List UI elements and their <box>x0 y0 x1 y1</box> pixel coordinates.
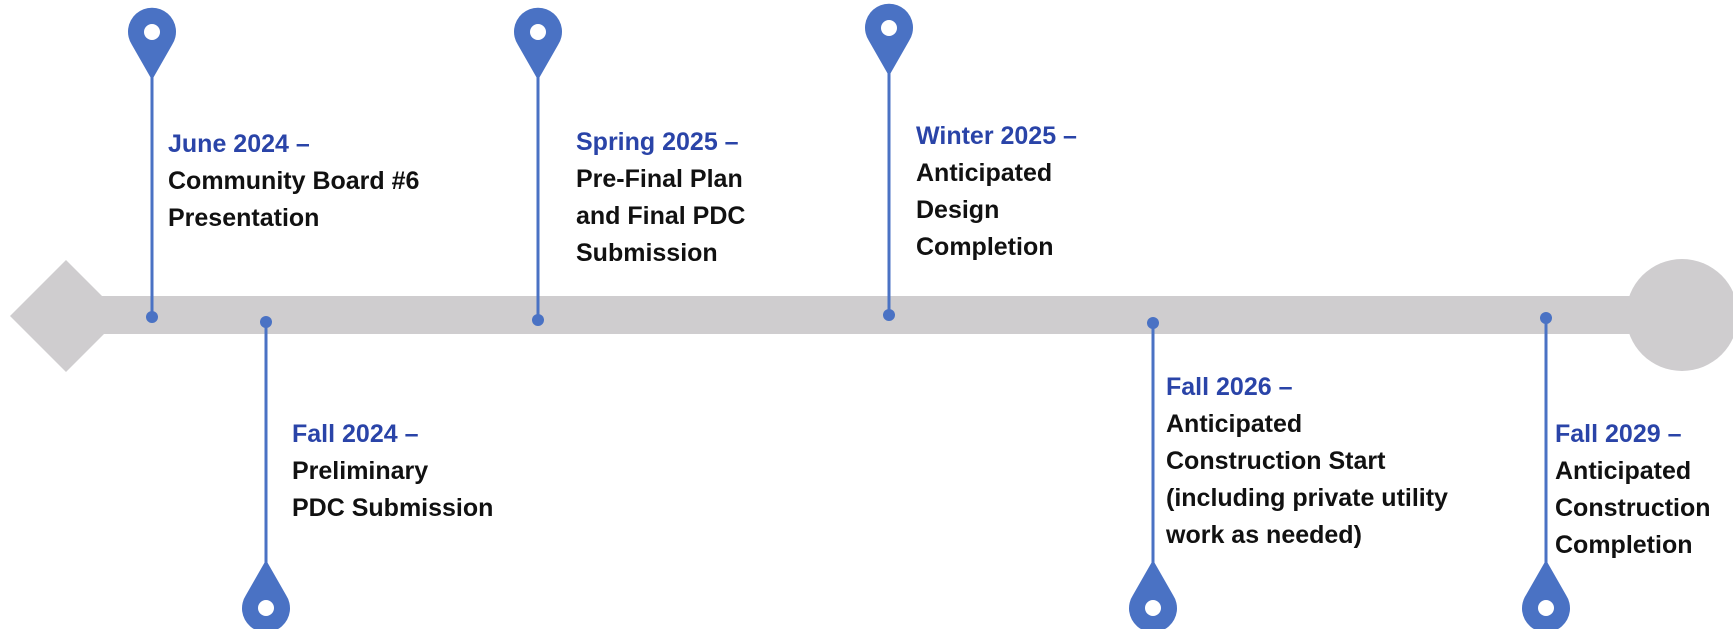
pin-anchor-dot <box>1147 317 1159 329</box>
pin-hole <box>144 24 160 40</box>
milestone-pins <box>128 3 1570 629</box>
pin-anchor-dot <box>1540 312 1552 324</box>
milestone-desc-line: Construction <box>1555 494 1711 522</box>
milestone-pin-5 <box>1522 312 1570 629</box>
milestone-pin-4 <box>1129 317 1177 629</box>
milestone-desc-line: Construction Start <box>1166 447 1386 475</box>
milestone-desc-line: Design <box>916 196 1000 224</box>
milestone-label-june-2024: June 2024 – Community Board #6 Presentat… <box>168 126 419 237</box>
map-pin-icon <box>1129 560 1177 629</box>
timeline-track <box>90 296 1670 334</box>
map-pin-icon <box>864 3 913 76</box>
milestone-label-fall-2024: Fall 2024 – Preliminary PDC Submission <box>292 416 493 527</box>
timeline-bar <box>10 259 1733 372</box>
milestone-date: Fall 2029 – <box>1555 420 1682 448</box>
map-pin-icon <box>514 7 562 81</box>
pin-hole <box>881 20 897 36</box>
pin-hole <box>258 600 274 616</box>
milestone-pin-2 <box>514 7 562 326</box>
milestone-desc-line: PDC Submission <box>292 494 494 522</box>
milestone-desc-line: Pre-Final Plan <box>576 165 743 193</box>
pin-hole <box>1538 600 1554 616</box>
milestone-desc-line: work as needed) <box>1166 521 1362 549</box>
milestone-desc-line: (including private utility <box>1166 484 1448 512</box>
milestone-desc-line: Anticipated <box>1166 410 1303 438</box>
milestone-date: Fall 2024 – <box>292 420 419 448</box>
map-pin-icon <box>1522 560 1570 629</box>
map-pin-icon <box>242 560 290 629</box>
milestone-date: June 2024 – <box>168 130 310 158</box>
milestone-desc-line: Anticipated <box>916 159 1053 187</box>
milestone-desc-line: Presentation <box>168 204 320 232</box>
milestone-desc-line: Preliminary <box>292 457 429 485</box>
milestone-label-winter-2025: Winter 2025 – Anticipated Design Complet… <box>916 118 1077 266</box>
milestone-desc-line: Completion <box>916 233 1054 261</box>
milestone-date: Fall 2026 – <box>1166 373 1293 401</box>
milestone-pin-1 <box>242 316 290 629</box>
pin-anchor-dot <box>883 309 895 321</box>
timeline-start-diamond <box>10 260 122 372</box>
milestone-desc-line: Completion <box>1555 531 1693 559</box>
milestone-pin-0 <box>128 7 176 323</box>
milestone-desc-line: and Final PDC <box>576 202 746 230</box>
timeline-end-circle <box>1626 259 1733 371</box>
pin-anchor-dot <box>532 314 544 326</box>
milestone-desc-line: Submission <box>576 239 718 267</box>
pin-hole <box>1145 600 1161 616</box>
map-pin-icon <box>128 7 176 81</box>
milestone-label-fall-2026: Fall 2026 – Anticipated Construction Sta… <box>1166 369 1448 554</box>
pin-hole <box>530 24 546 40</box>
milestone-date: Spring 2025 – <box>576 128 739 156</box>
pin-anchor-dot <box>146 311 158 323</box>
milestone-label-fall-2029: Fall 2029 – Anticipated Construction Com… <box>1555 416 1711 564</box>
milestone-desc-line: Community Board #6 <box>168 167 420 195</box>
milestone-desc-line: Anticipated <box>1555 457 1692 485</box>
pin-anchor-dot <box>260 316 272 328</box>
milestone-label-spring-2025: Spring 2025 – Pre-Final Plan and Final P… <box>576 124 745 272</box>
milestone-pin-3 <box>864 3 913 321</box>
milestone-date: Winter 2025 – <box>916 122 1077 150</box>
